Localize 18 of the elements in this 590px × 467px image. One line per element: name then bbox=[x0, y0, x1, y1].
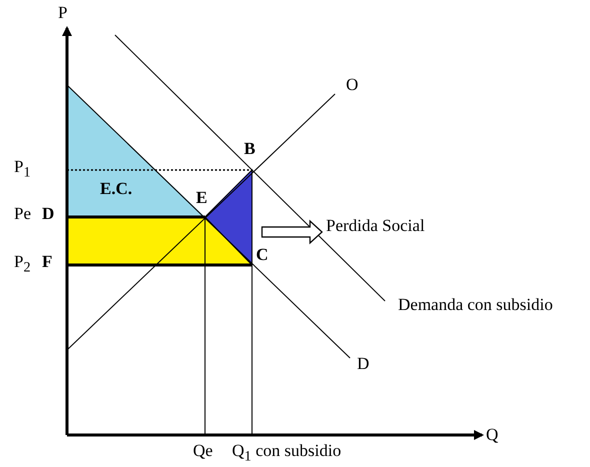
curve-label: Demanda con subsidio bbox=[398, 296, 553, 315]
point-label: E bbox=[196, 189, 208, 208]
quantity-label: Q$_{1}$ con subsidio bbox=[232, 442, 342, 465]
area-label: E.C. bbox=[100, 180, 132, 199]
axis-label: Q bbox=[486, 426, 498, 445]
price-label: P$_{2}$ bbox=[14, 253, 31, 276]
point-label: F bbox=[42, 253, 52, 272]
area-label: Perdida Social bbox=[326, 217, 425, 236]
arrow bbox=[261, 220, 323, 244]
point-label: B bbox=[244, 140, 256, 159]
point-label: D bbox=[42, 205, 54, 224]
curve-label: D bbox=[357, 355, 370, 374]
price-label: P$_{1}$ bbox=[14, 158, 31, 181]
axis-label: P bbox=[58, 4, 68, 23]
price-label: Pe bbox=[14, 205, 31, 224]
curve-label: O bbox=[346, 76, 358, 95]
point-label: C bbox=[256, 246, 268, 265]
quantity-label: Qe bbox=[193, 442, 213, 461]
